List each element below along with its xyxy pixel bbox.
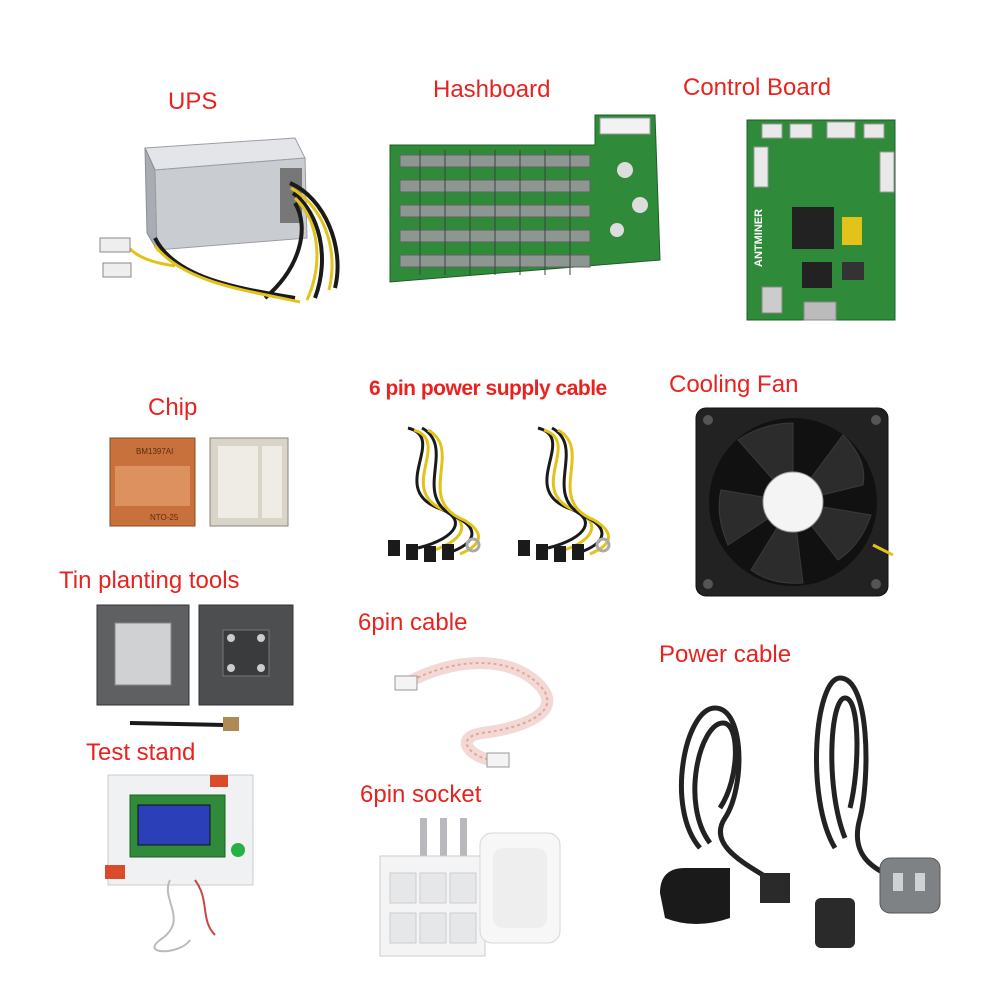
tin-planting-tools-illustration: [95, 604, 295, 737]
chip-illustration: BM1397AI NTO-25: [109, 437, 290, 530]
six-pin-socket-illustration: [375, 818, 565, 963]
control-board-brand-text: ANTMINER: [753, 209, 765, 267]
hashboard-illustration: [385, 110, 670, 285]
label-chip: Chip: [148, 394, 198, 421]
label-6pin-cable: 6pin cable: [358, 609, 468, 636]
label-test-stand: Test stand: [86, 739, 196, 766]
label-tin-planting-tools: Tin planting tools: [59, 567, 240, 594]
label-6pin-socket: 6pin socket: [360, 781, 482, 808]
chip-bottom-marking: NTO-25: [150, 513, 179, 522]
label-control-board: Control Board: [683, 74, 832, 101]
test-stand-illustration: [100, 770, 260, 960]
label-cooling-fan: Cooling Fan: [669, 371, 799, 398]
ups-power-supply-illustration: [95, 137, 365, 313]
six-pin-ribbon-cable-illustration: [392, 648, 562, 773]
control-board-illustration: ANTMINER: [742, 112, 902, 324]
label-ups: UPS: [168, 88, 218, 115]
cooling-fan-illustration: [693, 405, 894, 600]
chip-top-marking: BM1397AI: [136, 447, 173, 456]
label-6-pin-power-supply-cable: 6 pin power supply cable: [369, 377, 607, 400]
label-hashboard: Hashboard: [433, 76, 551, 103]
power-cable-illustration: [655, 668, 955, 958]
label-power-cable: Power cable: [659, 641, 792, 668]
six-pin-power-supply-cable-illustration: [378, 418, 638, 568]
